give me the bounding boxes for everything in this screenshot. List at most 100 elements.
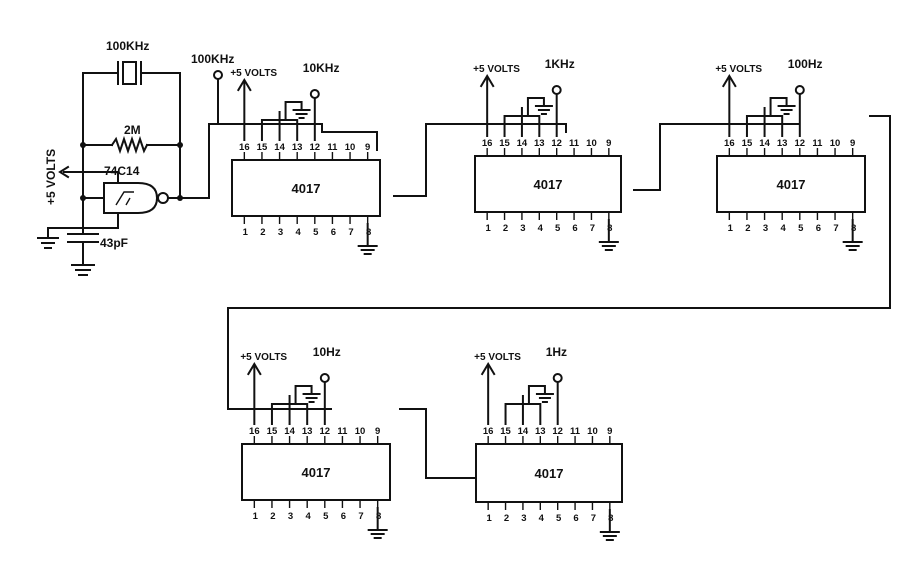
pin-number-top: 14 [517,138,528,149]
pin-number-top: 14 [274,142,285,153]
inverter-label: 74C14 [104,164,140,178]
ic-4017-label: 4017 [302,465,331,480]
pin-number-bottom: 7 [833,223,838,234]
ic-4017-label: 4017 [535,466,564,481]
ic-4017-label: 4017 [534,177,563,192]
pin-number-bottom: 6 [572,223,577,234]
oscillator-output-label: 100KHz [191,52,234,66]
supply-label: +5 VOLTS [240,352,287,363]
pin-number-top: 9 [850,138,855,149]
output-terminal [794,85,805,95]
ic-4017-body [231,159,381,217]
pin-number-top: 11 [337,426,348,437]
supply-arrow-icon [236,78,252,92]
pin-number-top: 15 [500,426,511,437]
output-terminal [213,70,223,80]
pin-number-top: 16 [249,426,260,437]
pin-number-bottom: 1 [728,223,734,234]
supply-label: +5 VOLTS [715,64,762,75]
pin-number-top: 14 [759,138,770,149]
pin-number-top: 12 [320,426,331,437]
junction-dot [80,142,86,148]
pin-number-top: 14 [518,426,529,437]
pin-number-top: 12 [551,138,562,149]
ic-4017-label: 4017 [777,177,806,192]
crystal-symbol [82,61,181,85]
ground-wire [526,97,545,117]
pin-number-top: 11 [570,426,581,437]
pin-number-top: 12 [795,138,806,149]
inverter-supply-label: +5 VOLTS [44,149,58,205]
pin-number-top: 10 [830,138,841,149]
pin-number-bottom: 7 [358,511,363,522]
pin-number-bottom: 4 [538,223,544,234]
ic-4017-body [474,155,622,213]
pin-number-bottom: 6 [816,223,821,234]
pin-number-bottom: 6 [573,513,578,524]
pin-number-bottom: 6 [341,511,346,522]
ic-4017-body [475,443,623,503]
pin-number-bottom: 2 [503,223,508,234]
pin-number-bottom: 2 [270,511,275,522]
pin-number-bottom: 3 [520,223,525,234]
pin-number-top: 10 [345,142,356,153]
pin-number-bottom: 3 [763,223,768,234]
pin-number-bottom: 7 [590,223,595,234]
capacitor-symbol [67,213,99,276]
output-frequency-label: 100Hz [788,57,823,71]
pin-number-bottom: 4 [781,223,787,234]
junction-dot [80,195,86,201]
output-frequency-label: 1KHz [545,57,575,71]
ic-4017-body [716,155,866,213]
pin-number-top: 13 [777,138,788,149]
pin-number-bottom: 2 [504,513,509,524]
pin-number-top: 14 [284,426,295,437]
supply-arrow-icon [246,362,262,376]
pin-number-bottom: 5 [798,223,804,234]
pin-number-bottom: 5 [555,223,561,234]
pin-number-top: 16 [482,138,493,149]
output-terminal [319,373,330,383]
pin-number-bottom: 3 [278,227,283,238]
pin-number-top: 13 [302,426,313,437]
oscillator-section: 100KHz 2M 74C14 [37,39,323,276]
crystal-label: 100KHz [106,39,149,53]
pin-number-top: 16 [239,142,250,153]
supply-label: +5 VOLTS [474,352,521,363]
supply-arrow-icon [479,74,495,88]
junction-dot [177,142,183,148]
pin-number-top: 15 [267,426,278,437]
output-terminal [552,373,563,383]
output-frequency-label: 10Hz [313,345,341,359]
pin-number-top: 10 [586,138,597,149]
pin-number-bottom: 5 [313,227,319,238]
pin-number-top: 11 [812,138,823,149]
pin-number-top: 13 [534,138,545,149]
supply-arrow-icon [721,74,737,88]
pin-number-top: 13 [535,426,546,437]
pin-number-bottom: 5 [323,511,329,522]
pin-number-top: 10 [587,426,598,437]
ic-4017-label: 4017 [292,181,321,196]
pin-number-bottom: 1 [253,511,259,522]
output-terminal [309,89,320,99]
pin-number-top: 11 [327,142,338,153]
pin-number-top: 16 [483,426,494,437]
pin-number-top: 9 [365,142,370,153]
pin-number-top: 11 [569,138,580,149]
pin-number-bottom: 2 [745,223,750,234]
ground-wire [769,97,788,117]
pin-number-top: 9 [606,138,611,149]
pin-number-bottom: 4 [539,513,545,524]
ground-wire [284,101,303,121]
supply-label: +5 VOLTS [230,68,277,79]
pin-number-bottom: 7 [348,227,353,238]
resistor-label: 2M [124,123,141,137]
pin-number-top: 12 [310,142,321,153]
pin-number-bottom: 3 [521,513,526,524]
